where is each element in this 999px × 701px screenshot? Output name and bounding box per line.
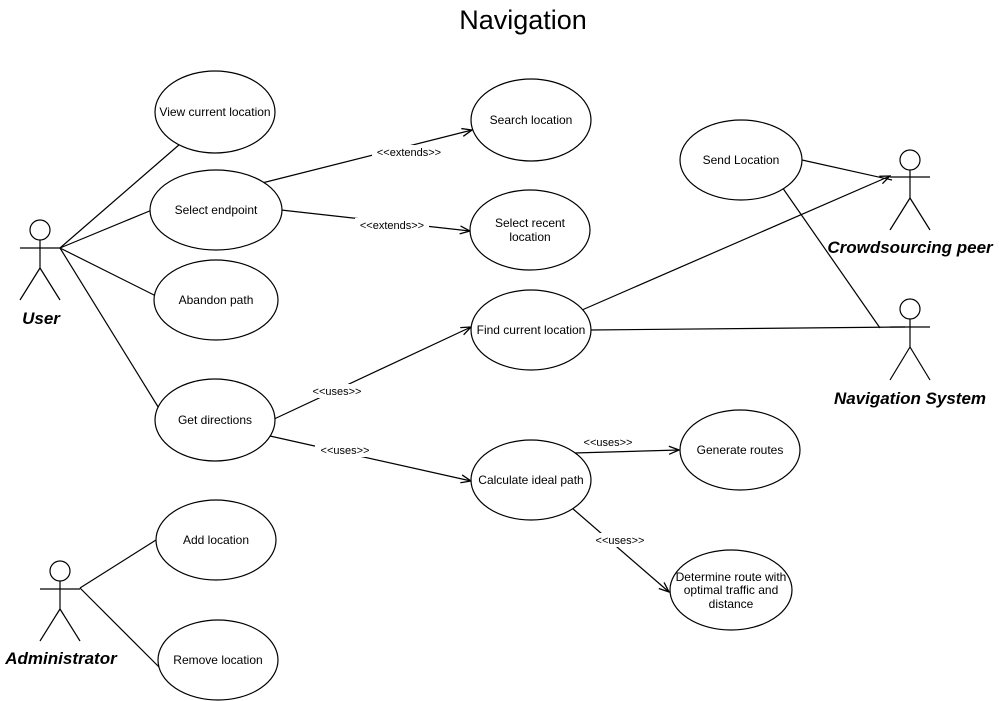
actor-administrator-icon [39,560,81,642]
use-case-add-location: Add location [155,499,277,581]
svg-text:<<uses>>: <<uses>> [584,437,633,449]
use-case-select-endpoint: Select endpoint [149,169,283,251]
svg-text:Add location: Add location [183,533,249,547]
svg-text:Generate routes: Generate routes [697,443,784,457]
assoc-find-navsys [589,326,906,331]
svg-text:Select recent: Select recent [495,216,566,230]
use-case-remove-location: Remove location [157,619,279,701]
svg-text:<<uses>>: <<uses>> [313,386,362,398]
svg-text:Remove location: Remove location [173,653,262,667]
svg-text:Get directions: Get directions [178,413,252,427]
assoc-send-navsys [781,186,881,329]
use-case-calculate-ideal-path: Calculate ideal path [470,439,592,521]
svg-text:Find current location: Find current location [477,323,586,337]
actor-navigation-system-icon [889,298,931,381]
svg-text:Calculate ideal path: Calculate ideal path [478,473,583,487]
assoc-user-view [59,143,181,249]
svg-text:Select endpoint: Select endpoint [175,203,258,217]
assoc-user-select [59,209,153,249]
diagram-title: Navigation [459,5,587,35]
svg-text:Search location: Search location [490,113,573,127]
label-uses-generate: <<uses>> [578,435,638,449]
extends-search-line [261,130,472,184]
assoc-find-peer [581,176,890,311]
assoc-admin-add [79,539,157,589]
assoc-admin-remove [79,587,161,669]
assoc-send-peer [801,159,893,181]
svg-text:Abandon path: Abandon path [179,293,254,307]
svg-text:location: location [509,230,550,244]
label-extends-search: <<extends>> [372,145,446,159]
uses-calculate-line [269,435,471,481]
svg-text:<<uses>>: <<uses>> [321,445,370,457]
label-uses-calculate: <<uses>> [315,443,375,457]
use-case-abandon-path: Abandon path [153,259,279,341]
actor-crowdsourcing-peer-label: Crowdsourcing peer [827,238,994,257]
use-case-send-location: Send Location [679,119,803,201]
use-case-get-directions: Get directions [154,378,276,462]
label-extends-recent: <<extends>> [355,218,429,232]
assoc-user-directions [59,247,161,411]
actor-navigation-system-label: Navigation System [834,389,986,408]
svg-text:distance: distance [709,597,754,611]
svg-text:Send Location: Send Location [703,153,780,167]
use-case-find-current-location: Find current location [470,289,592,371]
label-uses-find: <<uses>> [307,384,367,398]
actor-user-label: User [22,309,61,328]
svg-text:optimal traffic and: optimal traffic and [684,583,779,597]
svg-text:<<extends>>: <<extends>> [360,220,424,232]
actor-crowdsourcing-peer-icon [889,149,931,231]
svg-text:View current location: View current location [159,105,270,119]
use-case-generate-routes: Generate routes [679,409,801,491]
use-case-view-current-location: View current location [154,70,276,154]
uses-find-line [271,327,471,421]
svg-text:<<extends>>: <<extends>> [377,147,441,159]
use-case-determine-route: Determine route with optimal traffic and… [669,549,793,631]
uses-generate-line [573,450,679,453]
use-case-select-recent-location: Select recent location [469,189,591,271]
assoc-user-abandon [59,247,161,299]
uses-determine-line [571,507,669,592]
svg-text:Determine route with: Determine route with [676,570,787,584]
actor-administrator-label: Administrator [4,649,118,668]
svg-text:<<uses>>: <<uses>> [596,535,645,547]
use-case-search-location: Search location [470,78,592,162]
actor-user-icon [19,219,61,301]
label-uses-determine: <<uses>> [590,533,650,547]
